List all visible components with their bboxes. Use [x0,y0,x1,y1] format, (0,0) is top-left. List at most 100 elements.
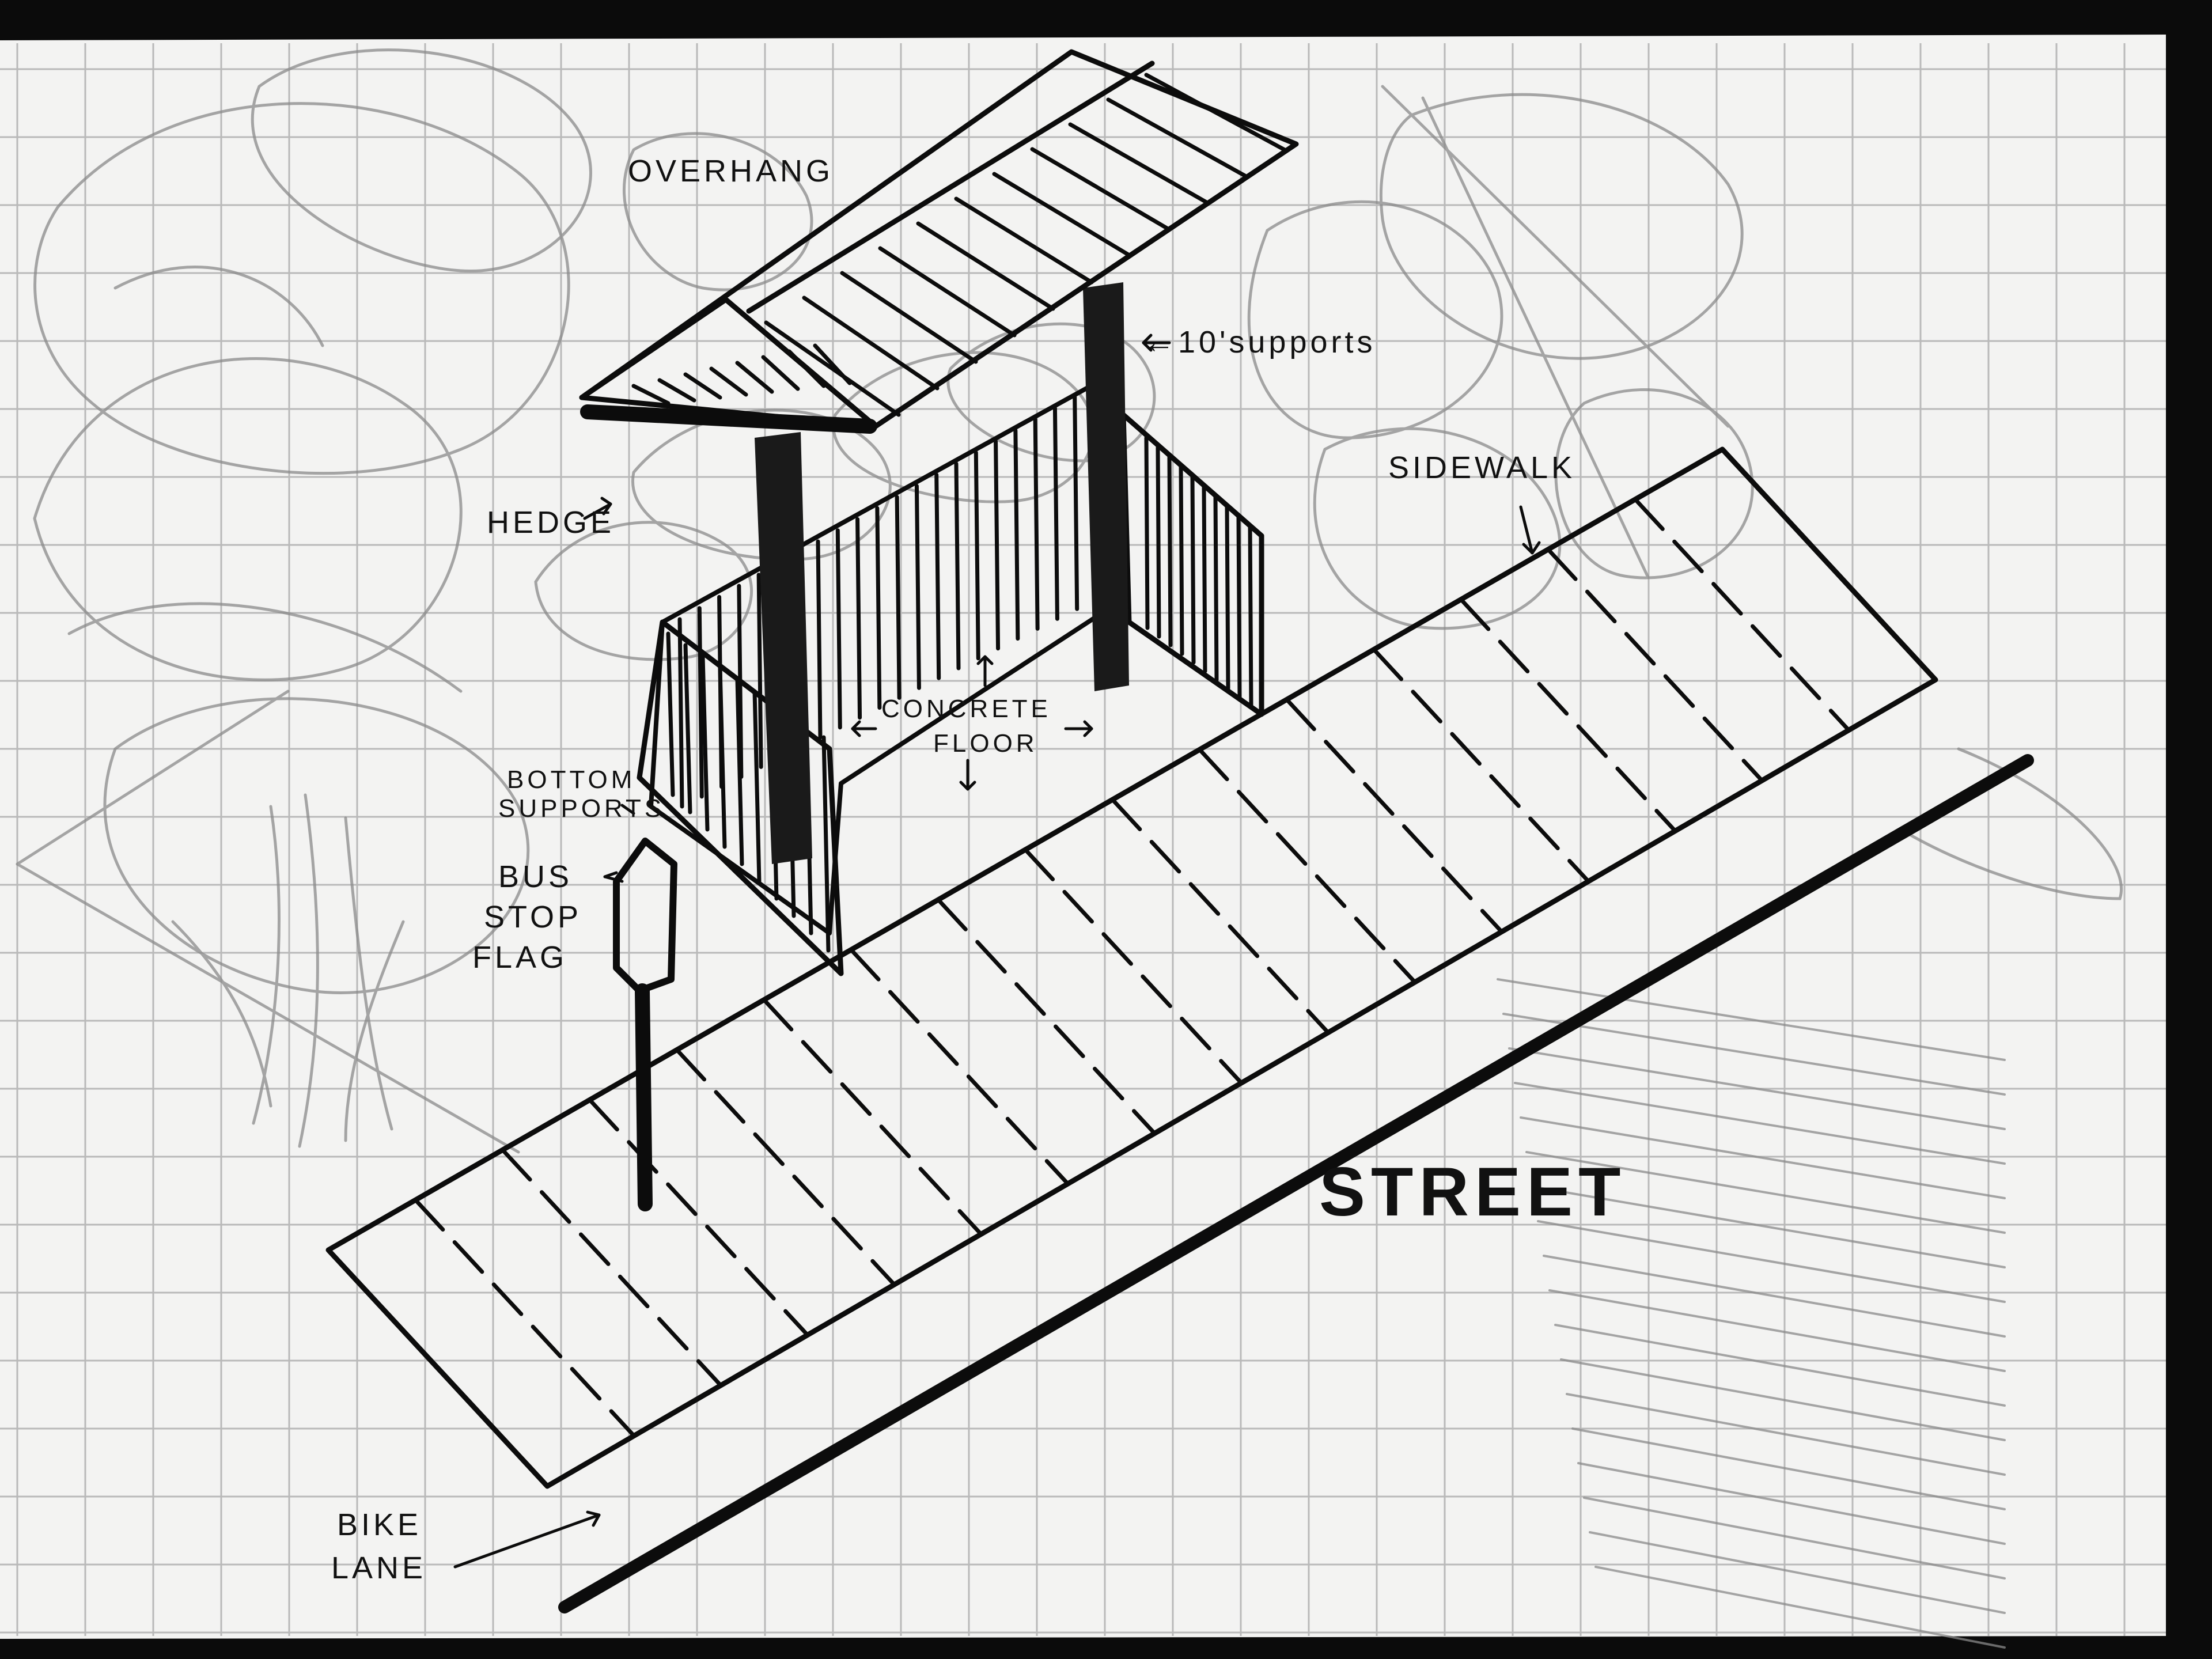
street-curb-line [558,754,2034,1613]
bottom-supports-label-1: BOTTOM [507,766,635,794]
sidewalk-joint [1198,747,1417,984]
wall-slat [752,689,762,884]
hedge-label: HEDGE [487,505,615,540]
wall-slat [914,484,921,690]
wall-slat [756,573,763,769]
wall-slat [835,528,842,730]
roof-rafter [916,221,1055,311]
sidewalk-joint [675,1048,896,1287]
wall-slat [1156,445,1161,639]
sidewalk [325,446,1938,1489]
roof-rafter [802,296,940,391]
wall-slat [895,495,902,700]
overhang-label: OVERHANG [628,154,834,188]
wall-slat [700,654,710,832]
graph-grid [0,43,2166,1636]
roof-rafter [954,196,1094,285]
wall-slat [816,539,823,740]
wall-slat [1052,406,1059,621]
street-hatch [1589,1531,2006,1614]
bike-lane-label-2: LANE [331,1551,426,1585]
wall-slat [1073,395,1080,611]
wall-slat [954,461,961,671]
street-hatch [1594,1566,2006,1649]
wall-slat [683,643,692,815]
wall-slat [1033,417,1040,631]
bus-stop-sign-panel [613,838,677,994]
support-post-left[interactable] [755,432,812,864]
street-hatch [1537,1220,2006,1303]
roof-rafter [761,355,800,391]
bus-shelter [579,49,1299,976]
sidewalk-joint [762,998,983,1236]
wall-slat [855,517,862,720]
roof-rafter [1030,147,1171,232]
support-post-right[interactable] [1083,282,1129,691]
roof-rafter [992,172,1132,258]
annotation-arrows [453,334,1541,1569]
sidewalk-joint [1110,797,1331,1035]
wall-slat [697,606,704,799]
bus-stop-pole [635,983,653,1211]
sidewalk-joint [936,897,1157,1135]
pencil-tree [16,48,813,1154]
wall-slat [718,666,727,849]
street-hatch [1577,1462,2006,1545]
wall-slat [1013,428,1020,641]
roof-rafter [764,320,901,417]
roof-rafter [1068,122,1210,205]
wall-slat [1202,484,1207,673]
street-hatch [1566,1393,2006,1476]
bottom-supports-label-2: SUPPORTS [498,794,665,823]
sidewalk-joint [849,948,1070,1186]
street-hatch [1531,1185,2006,1268]
bike-lane-label-1: BIKE [337,1508,422,1542]
sidewalk-joint [413,1198,637,1438]
wall-slat [994,439,1001,651]
wall-slat [1179,465,1184,656]
sidewalk-joint [1023,847,1244,1085]
roof-rafter [1106,97,1248,179]
roof-rafter [735,361,774,394]
wall-slat [1225,504,1230,691]
street-hatching [1497,978,2006,1649]
roof-rafter [709,366,748,397]
wall-slat [1236,514,1242,699]
roof-rafter [657,378,696,403]
bus-stop-label-1: BUS [498,859,573,894]
street-hatch [1560,1358,2006,1441]
roof-rafter [631,384,671,406]
supports-label: ←10'supports [1143,325,1376,359]
street-hatch [1571,1427,2006,1510]
sidewalk-joint [1633,497,1851,732]
street-hatch [1497,978,2006,1061]
wall-slat [974,450,980,661]
wall-slat [1248,524,1253,708]
wall-slat [1167,455,1173,647]
roof-rafter [813,343,852,385]
wall-slat [875,506,882,710]
bus-stop-label-3: FLAG [472,940,567,975]
wall-slat [677,617,684,809]
sidewalk-joint [588,1097,810,1337]
wall-slat [1144,435,1150,630]
wall-slat [1213,494,1219,682]
street-hatch [1543,1255,2006,1338]
street-hatch [1514,1082,2006,1165]
concrete-floor-label-2: FLOOR [933,729,1038,757]
street-hatch [1548,1289,2006,1372]
street-label: STREET [1319,1153,1626,1230]
sidewalk-joint [1285,697,1504,934]
street-hatch [1525,1151,2006,1234]
sidewalk-joint [1459,597,1677,833]
sidewalk-joint-lines [413,497,1851,1438]
street-hatch [1502,1013,2006,1096]
sidewalk-joint [501,1147,723,1388]
overhang-rafters [631,73,1287,417]
sidewalk-joint [1546,547,1764,783]
roof-rafter [878,246,1017,338]
bus-stop-flag[interactable] [613,838,677,1211]
sidewalk-joint [1372,647,1590,884]
wall-slat [821,735,831,953]
street-hatch [1520,1116,2006,1199]
